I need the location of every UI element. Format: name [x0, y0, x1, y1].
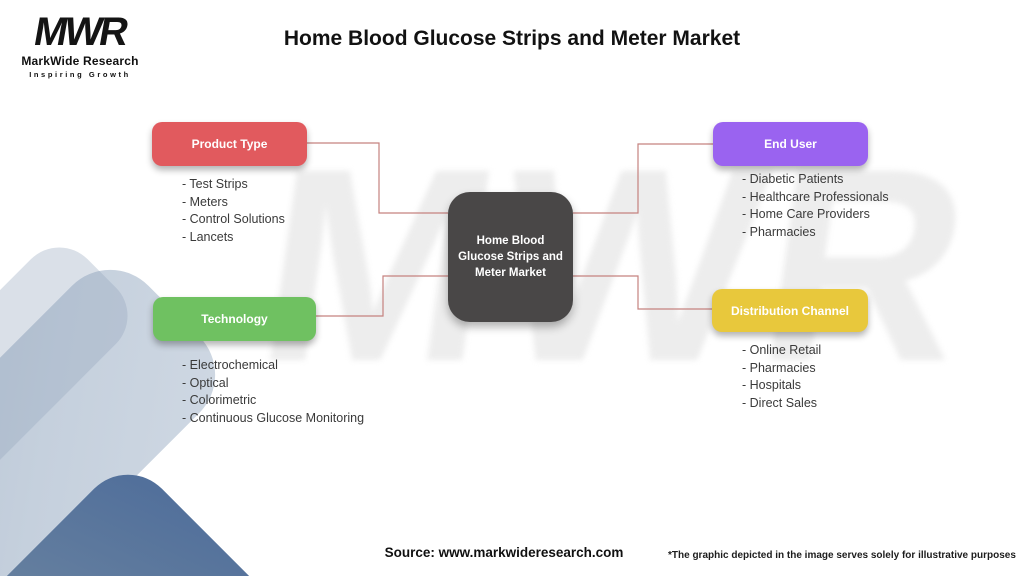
category-box-technology: Technology [153, 297, 316, 341]
category-label: Distribution Channel [731, 303, 849, 318]
list-item: - Test Strips [182, 177, 248, 191]
list-item: - Online Retail [742, 343, 822, 357]
category-label: Product Type [191, 137, 268, 151]
list-item: - Healthcare Professionals [742, 189, 889, 204]
category-box-distribution-channel: Distribution Channel [712, 289, 868, 332]
connector-distribution-channel [573, 275, 712, 310]
category-box-end-user: End User [713, 122, 868, 166]
list-item: - Electrochemical [182, 358, 278, 372]
list-item: - Lancets [182, 229, 234, 244]
center-node-label: Home Blood Glucose Strips and Meter Mark… [458, 234, 563, 280]
connector-technology [316, 275, 448, 317]
list-item: - Home Care Providers [742, 207, 870, 222]
category-label: End User [764, 137, 817, 151]
list-item: - Pharmacies [742, 224, 816, 239]
center-node-market: Home Blood Glucose Strips and Meter Mark… [448, 192, 573, 322]
disclaimer-text: *The graphic depicted in the image serve… [668, 550, 1016, 561]
category-box-product-type: Product Type [152, 122, 307, 166]
list-item: - Control Solutions [182, 212, 285, 227]
item-list-distribution-channel: - Online Retail - Pharmacies - Hospitals… [742, 342, 821, 412]
list-item: - Hospitals [742, 378, 802, 393]
item-list-technology: - Electrochemical - Optical - Colorimetr… [182, 357, 364, 427]
category-label: Technology [201, 312, 268, 326]
list-item: - Pharmacies [742, 360, 816, 375]
list-item: - Diabetic Patients [742, 172, 844, 186]
connector-product-type [307, 142, 448, 214]
item-list-end-user: - Diabetic Patients - Healthcare Profess… [742, 171, 889, 241]
source-text: Source: www.markwideresearch.com [384, 545, 624, 560]
logo-company-name: MarkWide Research [21, 54, 139, 68]
page-title: Home Blood Glucose Strips and Meter Mark… [283, 27, 741, 50]
list-item: - Optical [182, 375, 229, 390]
list-item: - Direct Sales [742, 395, 818, 410]
list-item: - Meters [182, 194, 228, 209]
item-list-product-type: - Test Strips - Meters - Control Solutio… [182, 176, 285, 246]
connector-end-user [573, 143, 713, 214]
markwide-logo: MWR MarkWide Research Inspiring Growth [20, 10, 140, 79]
list-item: - Continuous Glucose Monitoring [182, 410, 365, 425]
list-item: - Colorimetric [182, 393, 257, 408]
logo-tagline: Inspiring Growth [29, 70, 131, 79]
